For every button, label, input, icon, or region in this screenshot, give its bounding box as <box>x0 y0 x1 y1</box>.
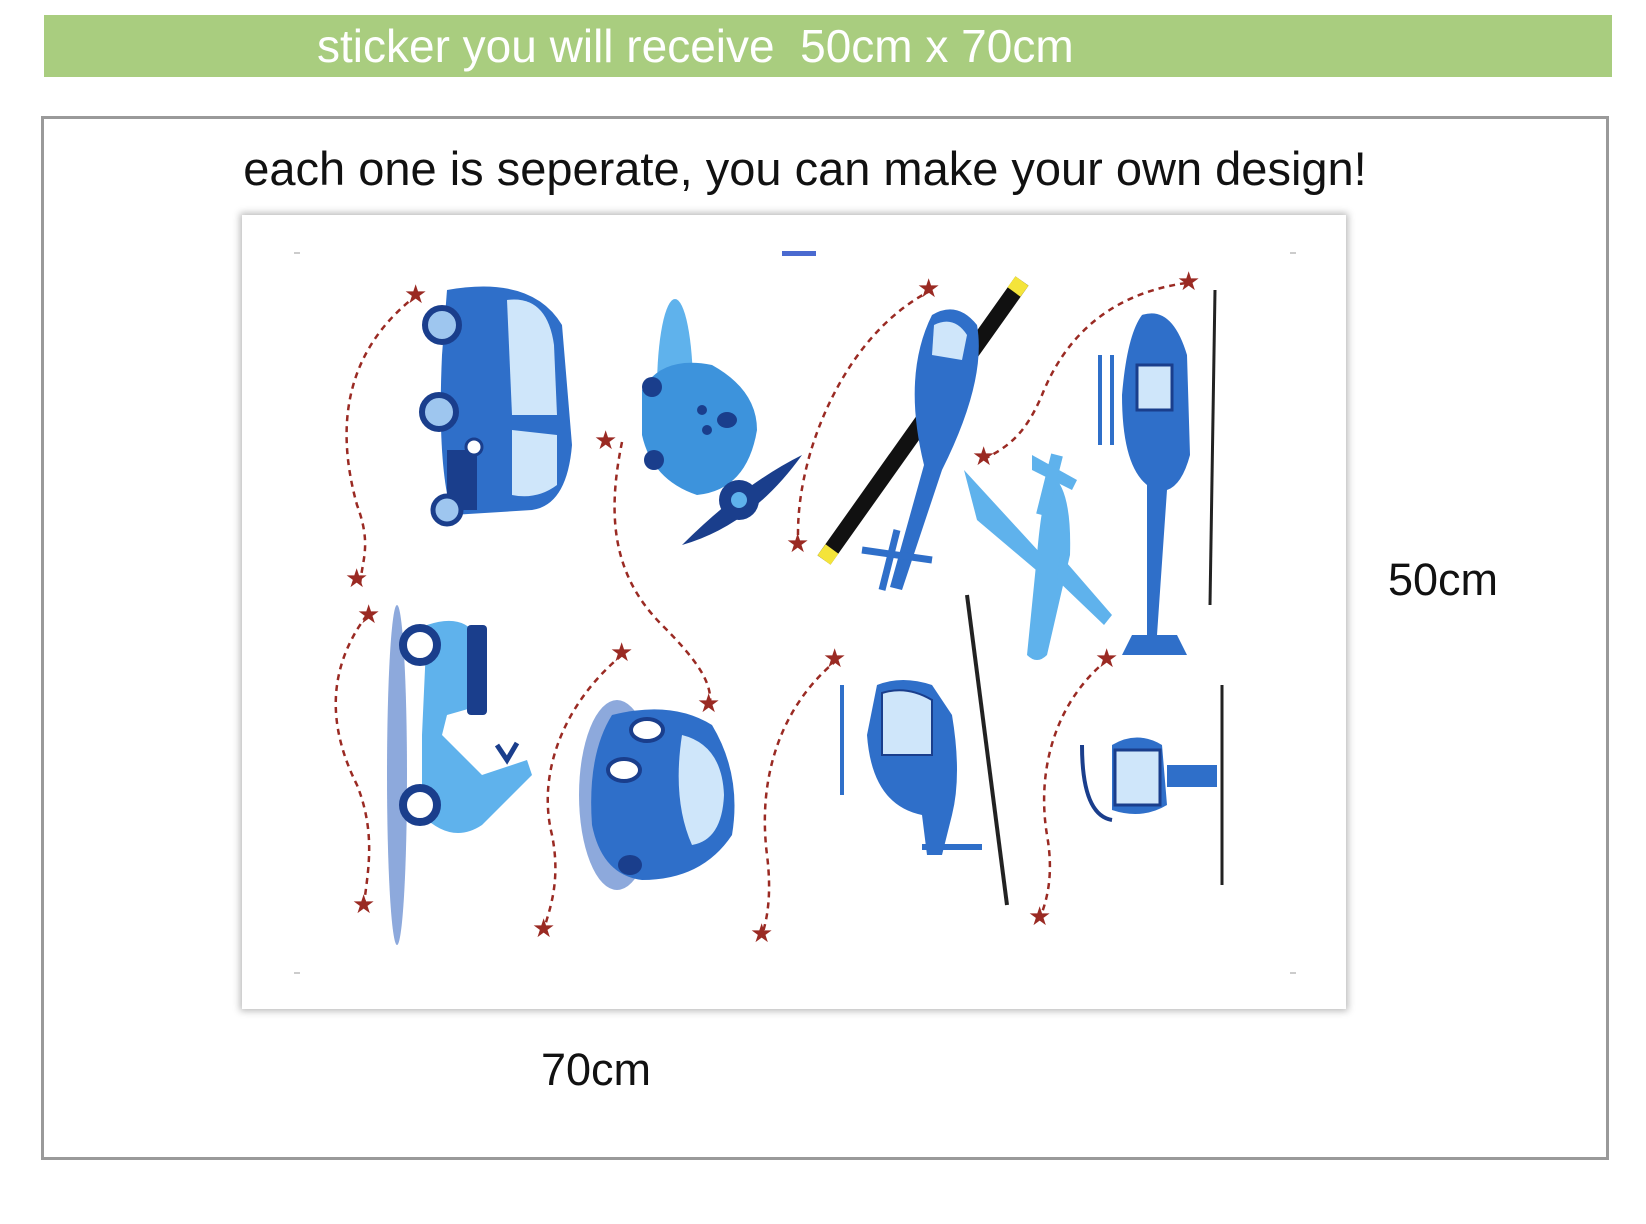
svg-text:★: ★ <box>345 563 368 593</box>
svg-text:★: ★ <box>972 441 995 471</box>
svg-text:★: ★ <box>786 528 809 558</box>
sticker-sheet: ★ ★ ★ ★ ★ ★ ★ ★ ★ ★ ★ ★ ★ ★ ★ ★ <box>242 215 1346 1009</box>
dashed-trails <box>334 281 1187 936</box>
height-label: 50cm <box>1388 554 1499 605</box>
stars: ★ ★ ★ ★ ★ ★ ★ ★ ★ ★ ★ ★ ★ ★ ★ ★ <box>345 266 1200 948</box>
helicopter-icon <box>840 594 1009 906</box>
svg-text:★: ★ <box>750 918 773 948</box>
width-label: 70cm <box>541 1044 652 1095</box>
product-frame: each one is seperate, you can make your … <box>41 116 1609 1160</box>
sticker-sheet-illustration: ★ ★ ★ ★ ★ ★ ★ ★ ★ ★ ★ ★ ★ ★ ★ ★ <box>294 251 1296 974</box>
van-icon <box>419 286 572 527</box>
svg-text:★: ★ <box>697 688 720 718</box>
svg-text:★: ★ <box>594 425 617 455</box>
svg-text:★: ★ <box>357 599 380 629</box>
svg-text:★: ★ <box>1177 266 1200 296</box>
svg-text:★: ★ <box>917 273 940 303</box>
svg-text:★: ★ <box>352 889 375 919</box>
svg-text:★: ★ <box>610 637 633 667</box>
svg-text:★: ★ <box>823 643 846 673</box>
car-icon <box>579 700 735 890</box>
svg-text:★: ★ <box>532 913 555 943</box>
subtitle: each one is seperate, you can make your … <box>243 142 1367 195</box>
propeller-plane-icon <box>642 299 802 545</box>
banner: sticker you will receive 50cm x 70cm <box>44 15 1612 77</box>
helicopter-front-icon <box>1080 685 1224 885</box>
scooter-icon <box>387 605 532 945</box>
jet-plane-icon <box>964 453 1112 660</box>
helicopter-icon <box>817 276 1029 591</box>
crop-marks <box>294 252 1296 974</box>
helicopter-icon <box>1098 289 1217 655</box>
svg-text:★: ★ <box>1095 643 1118 673</box>
svg-text:★: ★ <box>404 279 427 309</box>
banner-text: sticker you will receive 50cm x 70cm <box>317 20 1074 72</box>
svg-text:★: ★ <box>1028 901 1051 931</box>
logo-mark <box>782 251 816 256</box>
